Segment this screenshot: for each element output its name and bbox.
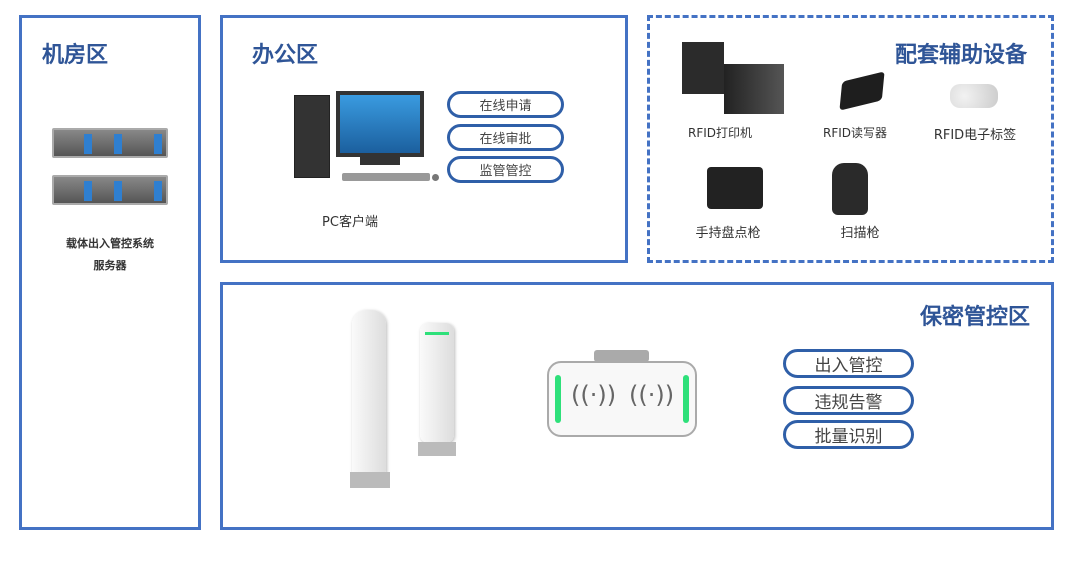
server-label: 服务器 <box>93 259 127 272</box>
function-pill: 在线申请 <box>447 91 564 118</box>
function-pill: 监管管控 <box>447 156 564 183</box>
device-label: RFID读写器 <box>822 126 888 140</box>
function-pill: 在线审批 <box>447 124 564 151</box>
monitor-icon <box>336 91 424 157</box>
device-label: 扫描枪 <box>840 226 880 241</box>
pc-label: PC客户端 <box>322 215 378 230</box>
rfid-wave-icon: ((·)) <box>629 381 675 409</box>
gate-led <box>425 332 449 335</box>
handheld-reader-icon <box>707 167 763 209</box>
zone-office <box>220 15 628 263</box>
server-icon <box>52 175 168 205</box>
function-pill: 违规告警 <box>783 386 914 415</box>
zone-title-secure: 保密管控区 <box>920 305 1031 330</box>
zone-accessories <box>647 15 1054 263</box>
function-pill: 批量识别 <box>783 420 914 449</box>
gate-base <box>418 442 456 456</box>
rfid-printer-icon <box>724 64 784 114</box>
device-label: RFID电子标签 <box>933 128 1017 143</box>
zone-title-accessories: 配套辅助设备 <box>895 43 1028 68</box>
barcode-scanner-icon <box>832 163 868 215</box>
rfid-printer-icon <box>682 42 724 94</box>
zone-title-server-room: 机房区 <box>42 43 109 68</box>
device-label: RFID打印机 <box>687 126 753 140</box>
device-label: 手持盘点枪 <box>695 226 761 241</box>
mouse-icon <box>432 174 439 181</box>
rfid-wave-icon: ((·)) <box>571 381 617 409</box>
zone-secure <box>220 282 1054 530</box>
rfid-gate-icon <box>420 323 454 443</box>
rfid-pad-icon: ((·)) ((·)) <box>547 361 697 437</box>
monitor-stand <box>360 157 400 165</box>
server-icon <box>52 128 168 158</box>
rfid-tag-icon <box>950 84 998 108</box>
zone-server-room <box>19 15 201 530</box>
server-label: 载体出入管控系统 <box>66 237 154 250</box>
function-pill: 出入管控 <box>783 349 914 378</box>
rfid-gate-icon <box>352 310 386 475</box>
zone-title-office: 办公区 <box>252 43 319 68</box>
rfid-pad-icon <box>594 350 649 362</box>
gate-base <box>350 472 390 488</box>
keyboard-icon <box>342 173 430 181</box>
pc-tower-icon <box>294 95 330 178</box>
